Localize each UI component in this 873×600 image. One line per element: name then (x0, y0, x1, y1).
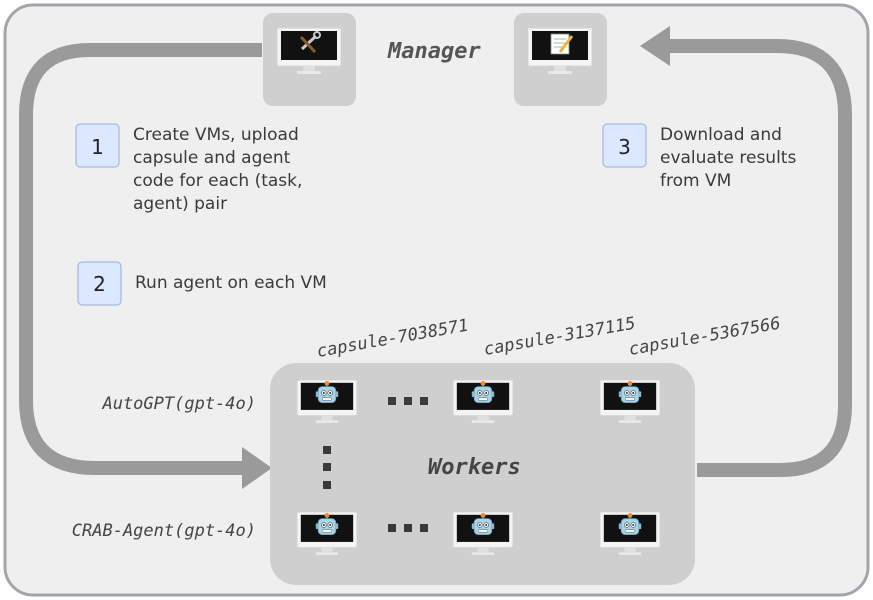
ellipsis-horizontal (388, 397, 428, 405)
step-2-badge (77, 261, 122, 306)
agent-label-crab: CRAB-Agent(gpt-4o) (72, 521, 256, 541)
step-3-line: from VM (660, 171, 731, 191)
workers-box (270, 363, 695, 585)
notepad-icon (550, 33, 574, 55)
step-1-number: 1 (91, 135, 104, 159)
step-2-number: 2 (93, 272, 106, 296)
step-3-text: Download and evaluate results from VM (660, 125, 802, 191)
step-3-number: 3 (618, 135, 631, 159)
tools-icon (299, 31, 321, 54)
left-flow-arrowhead (242, 447, 272, 489)
step-3-line: Download and (660, 125, 782, 145)
ellipsis-horizontal (388, 524, 428, 532)
step-2-line: Run agent on each VM (135, 273, 327, 293)
step-1-badge (75, 123, 120, 168)
right-flow-arrowhead (640, 26, 670, 66)
right-flow-arrow (668, 39, 852, 477)
step-1-text: Create VMs, upload capsule and agent cod… (133, 125, 308, 214)
manager-title: Manager (387, 39, 481, 64)
manager-tools-box (263, 13, 356, 106)
agent-label-autogpt: AutoGPT(gpt-4o) (101, 394, 256, 414)
step-3-line: evaluate results (660, 148, 796, 168)
step-1-line: capsule and agent (133, 148, 291, 168)
step-3-badge (602, 123, 647, 168)
left-flow-arrow (19, 43, 262, 475)
step-2-text: Run agent on each VM (135, 273, 327, 293)
manager-notepad-box (514, 13, 607, 106)
step-1-line: agent) pair (133, 194, 227, 214)
step-1-line: code for each (task, (133, 171, 302, 191)
ellipsis-vertical (323, 446, 331, 489)
step-1-line: Create VMs, upload (133, 125, 299, 145)
workers-title: Workers (428, 455, 521, 480)
